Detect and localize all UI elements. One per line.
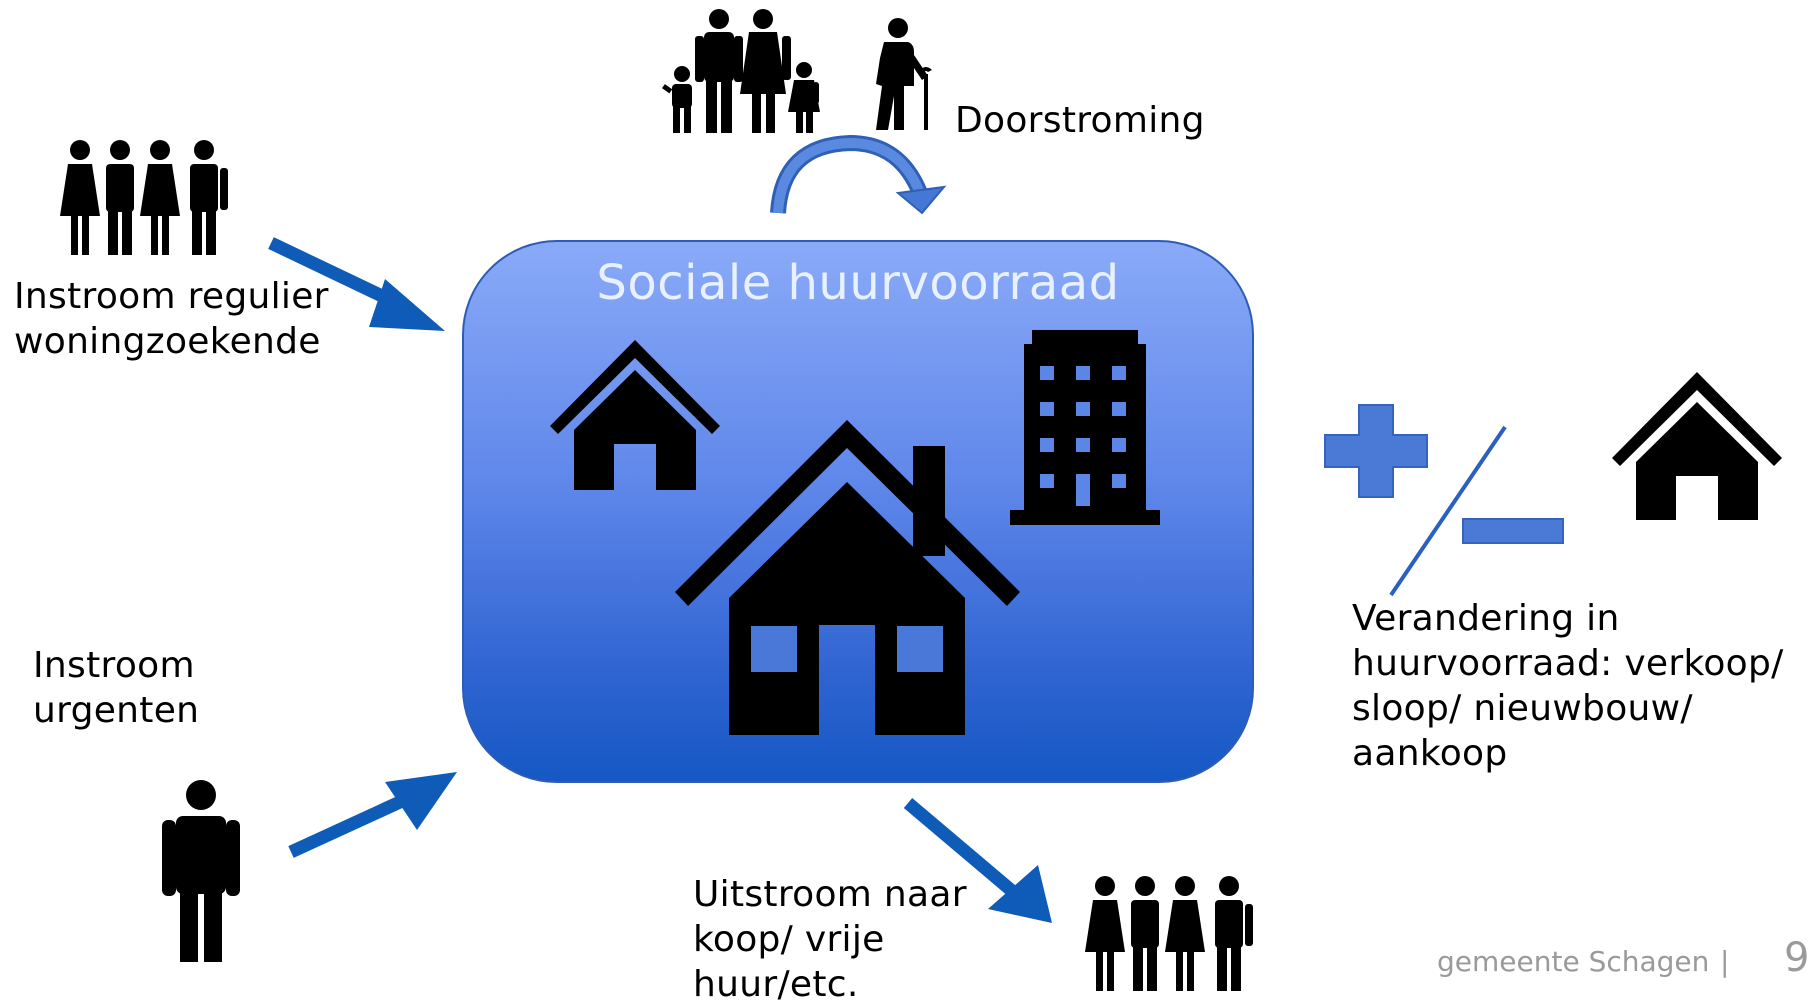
- family-icon: [662, 9, 820, 133]
- doorstroming-label: Doorstroming: [955, 100, 1205, 141]
- instroom-urgenten-label: Instroom urgenten: [33, 645, 200, 731]
- person-icon: [162, 780, 240, 962]
- footer-separator: |: [1720, 945, 1730, 978]
- small-house-icon: [550, 340, 720, 490]
- arrow-in-regulier-icon: [268, 237, 445, 331]
- elderly-person-icon: [876, 18, 932, 130]
- verandering-label: Verandering in huurvoorraad: verkoop/ sl…: [1352, 598, 1784, 774]
- house-icon: [1612, 372, 1782, 520]
- outflow-group-of-people-icon: [1085, 876, 1253, 991]
- stock-title: Sociale huurvoorraad: [596, 255, 1120, 311]
- plus-icon: [1324, 404, 1428, 498]
- curved-arrow-icon: [770, 134, 947, 215]
- large-house-icon: [675, 420, 1020, 735]
- instroom-regulier-label: Instroom regulier woningzoekende: [14, 276, 329, 362]
- page-number: 9: [1784, 935, 1809, 981]
- uitstroom-label: Uitstroom naar koop/ vrije huur/etc.: [693, 874, 967, 1005]
- group-of-people-icon: [60, 140, 228, 255]
- footer-organization: gemeente Schagen: [1437, 945, 1710, 978]
- minus-icon: [1462, 518, 1564, 544]
- arrow-in-urgenten-icon: [288, 772, 457, 858]
- apartment-building-icon: [1010, 330, 1160, 525]
- arrow-out-uitstroom-icon: [903, 798, 1052, 923]
- slash-divider-icon: [1389, 425, 1507, 597]
